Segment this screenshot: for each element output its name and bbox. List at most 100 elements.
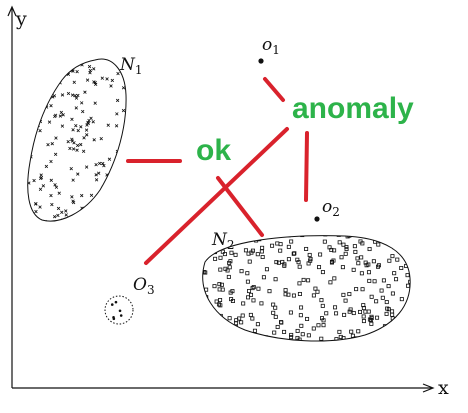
cross-marker bbox=[73, 220, 77, 222]
cross-marker bbox=[66, 91, 71, 96]
cross-marker bbox=[79, 212, 83, 217]
square-marker bbox=[300, 332, 305, 337]
cross-marker bbox=[34, 202, 38, 206]
square-marker bbox=[320, 316, 325, 321]
line-o1-to-anomaly bbox=[263, 77, 285, 102]
cross-marker bbox=[32, 178, 36, 183]
cross-marker bbox=[101, 209, 106, 214]
cross-marker bbox=[39, 91, 44, 96]
square-marker bbox=[374, 299, 379, 304]
cross-marker bbox=[87, 64, 92, 69]
square-marker bbox=[295, 328, 300, 333]
square-marker bbox=[229, 250, 234, 255]
square-marker bbox=[249, 292, 254, 297]
square-marker bbox=[365, 235, 370, 239]
square-marker bbox=[295, 257, 300, 262]
axes: y x bbox=[7, 5, 449, 399]
cross-marker bbox=[85, 133, 89, 137]
cross-marker bbox=[71, 199, 75, 203]
cross-marker bbox=[123, 147, 127, 151]
cross-marker bbox=[34, 59, 38, 62]
square-marker bbox=[390, 254, 395, 259]
cross-marker bbox=[75, 69, 79, 74]
square-marker bbox=[246, 295, 251, 300]
cross-marker bbox=[50, 141, 54, 146]
square-marker bbox=[212, 284, 217, 289]
square-marker bbox=[396, 317, 401, 322]
cross-marker bbox=[43, 60, 47, 64]
x-axis-arrow-icon bbox=[422, 383, 435, 393]
cross-marker bbox=[81, 109, 85, 114]
square-marker bbox=[239, 269, 244, 274]
square-marker bbox=[313, 286, 318, 291]
y-axis-label: y bbox=[15, 8, 27, 30]
square-marker bbox=[267, 289, 272, 294]
square-marker bbox=[217, 287, 222, 292]
annotation-lines bbox=[126, 77, 309, 265]
square-marker bbox=[243, 248, 248, 253]
cross-marker bbox=[72, 80, 76, 84]
square-marker bbox=[344, 245, 349, 250]
square-marker bbox=[223, 266, 228, 271]
square-marker bbox=[256, 343, 259, 346]
cross-marker bbox=[43, 55, 46, 58]
square-marker bbox=[237, 339, 242, 342]
square-marker bbox=[223, 326, 228, 331]
cluster-n2-label: N2 bbox=[211, 230, 235, 252]
cross-marker bbox=[115, 98, 120, 103]
square-marker bbox=[360, 241, 365, 246]
cluster-n1-outline bbox=[27, 58, 127, 222]
square-marker bbox=[402, 243, 407, 248]
cross-marker bbox=[76, 128, 80, 133]
cross-marker bbox=[80, 193, 84, 198]
dot-marker bbox=[119, 314, 123, 317]
square-marker bbox=[301, 277, 306, 282]
square-marker bbox=[202, 320, 206, 325]
square-marker bbox=[306, 278, 311, 283]
square-marker bbox=[251, 298, 256, 303]
square-marker bbox=[202, 308, 204, 313]
square-marker bbox=[392, 339, 397, 342]
square-marker bbox=[333, 340, 338, 342]
square-marker bbox=[210, 330, 215, 335]
dot-marker bbox=[114, 300, 118, 304]
square-marker bbox=[217, 315, 222, 320]
square-marker bbox=[385, 237, 390, 242]
square-marker bbox=[307, 252, 312, 257]
square-marker bbox=[292, 251, 297, 256]
cross-marker bbox=[35, 220, 39, 222]
square-marker bbox=[255, 322, 260, 327]
square-marker bbox=[387, 258, 392, 263]
cross-marker bbox=[28, 80, 33, 84]
cross-marker bbox=[53, 113, 58, 117]
cross-marker bbox=[49, 178, 53, 182]
square-marker bbox=[286, 235, 291, 238]
y-axis-arrow-icon bbox=[7, 5, 17, 17]
square-marker bbox=[341, 292, 346, 297]
square-marker bbox=[390, 321, 395, 326]
square-marker bbox=[359, 271, 364, 276]
square-marker bbox=[203, 255, 208, 260]
square-marker bbox=[332, 276, 337, 281]
square-marker bbox=[226, 323, 231, 328]
square-marker bbox=[399, 297, 404, 302]
square-marker bbox=[219, 282, 224, 287]
square-marker bbox=[286, 257, 291, 262]
square-marker bbox=[202, 270, 207, 275]
cross-marker bbox=[60, 124, 65, 128]
square-marker bbox=[366, 262, 371, 267]
square-marker bbox=[367, 247, 372, 252]
outlier-o1-label: o1 bbox=[262, 35, 280, 57]
cross-marker bbox=[34, 78, 38, 82]
cross-marker bbox=[35, 78, 39, 82]
square-marker bbox=[369, 294, 374, 299]
square-marker bbox=[392, 271, 397, 276]
square-marker bbox=[311, 293, 316, 298]
cross-marker bbox=[121, 108, 126, 113]
square-marker bbox=[405, 283, 410, 288]
square-marker bbox=[306, 333, 311, 338]
cross-marker bbox=[105, 77, 109, 81]
cross-marker bbox=[122, 156, 126, 161]
cross-marker bbox=[89, 116, 93, 120]
